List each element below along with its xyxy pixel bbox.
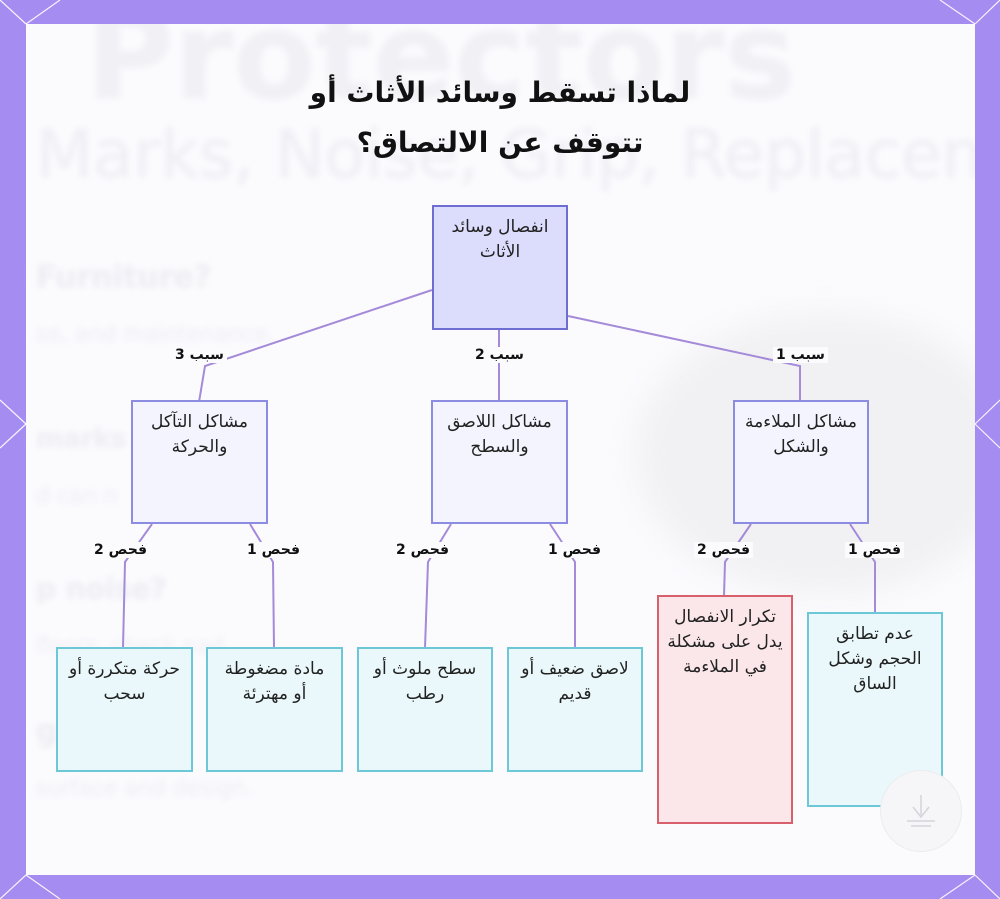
cause-node-1: مشاكل الملاءمة والشكل	[733, 400, 869, 524]
edge-label-check: فحص 2	[91, 542, 150, 558]
check-node-repeated-detachment: تكرار الانفصال يدل على مشكلة في الملاءمة	[657, 595, 793, 824]
watermark-logo	[880, 770, 962, 852]
check-node-dirty-surface: سطح ملوث أو رطب	[357, 647, 493, 772]
edge-cause1-check2	[724, 524, 751, 596]
watermark-icon	[903, 791, 939, 831]
cause-node-2: مشاكل اللاصق والسطح	[431, 400, 568, 524]
edge-label-check: فحص 2	[393, 542, 452, 558]
cause-node-3: مشاكل التآكل والحركة	[131, 400, 268, 524]
edge-label-cause1: سبب 1	[773, 347, 828, 363]
edge-label-check: فحص 1	[244, 542, 303, 558]
check-node-weak-adhesive: لاصق ضعيف أو قديم	[507, 647, 643, 772]
root-node: انفصال وسائد الأثاث	[432, 205, 568, 330]
edge-root-cause3	[199, 290, 432, 402]
edge-label-check: فحص 1	[545, 542, 604, 558]
edge-label-cause3: سبب 3	[172, 347, 227, 363]
edge-label-check: فحص 1	[845, 542, 904, 558]
edge-root-cause1	[568, 316, 800, 402]
edge-label-check: فحص 2	[694, 542, 753, 558]
check-node-worn-material: مادة مضغوطة أو مهترئة	[206, 647, 343, 772]
edge-cause1-check1	[850, 524, 875, 612]
edge-label-cause2: سبب 2	[472, 347, 527, 363]
check-node-movement: حركة متكررة أو سحب	[56, 647, 193, 772]
